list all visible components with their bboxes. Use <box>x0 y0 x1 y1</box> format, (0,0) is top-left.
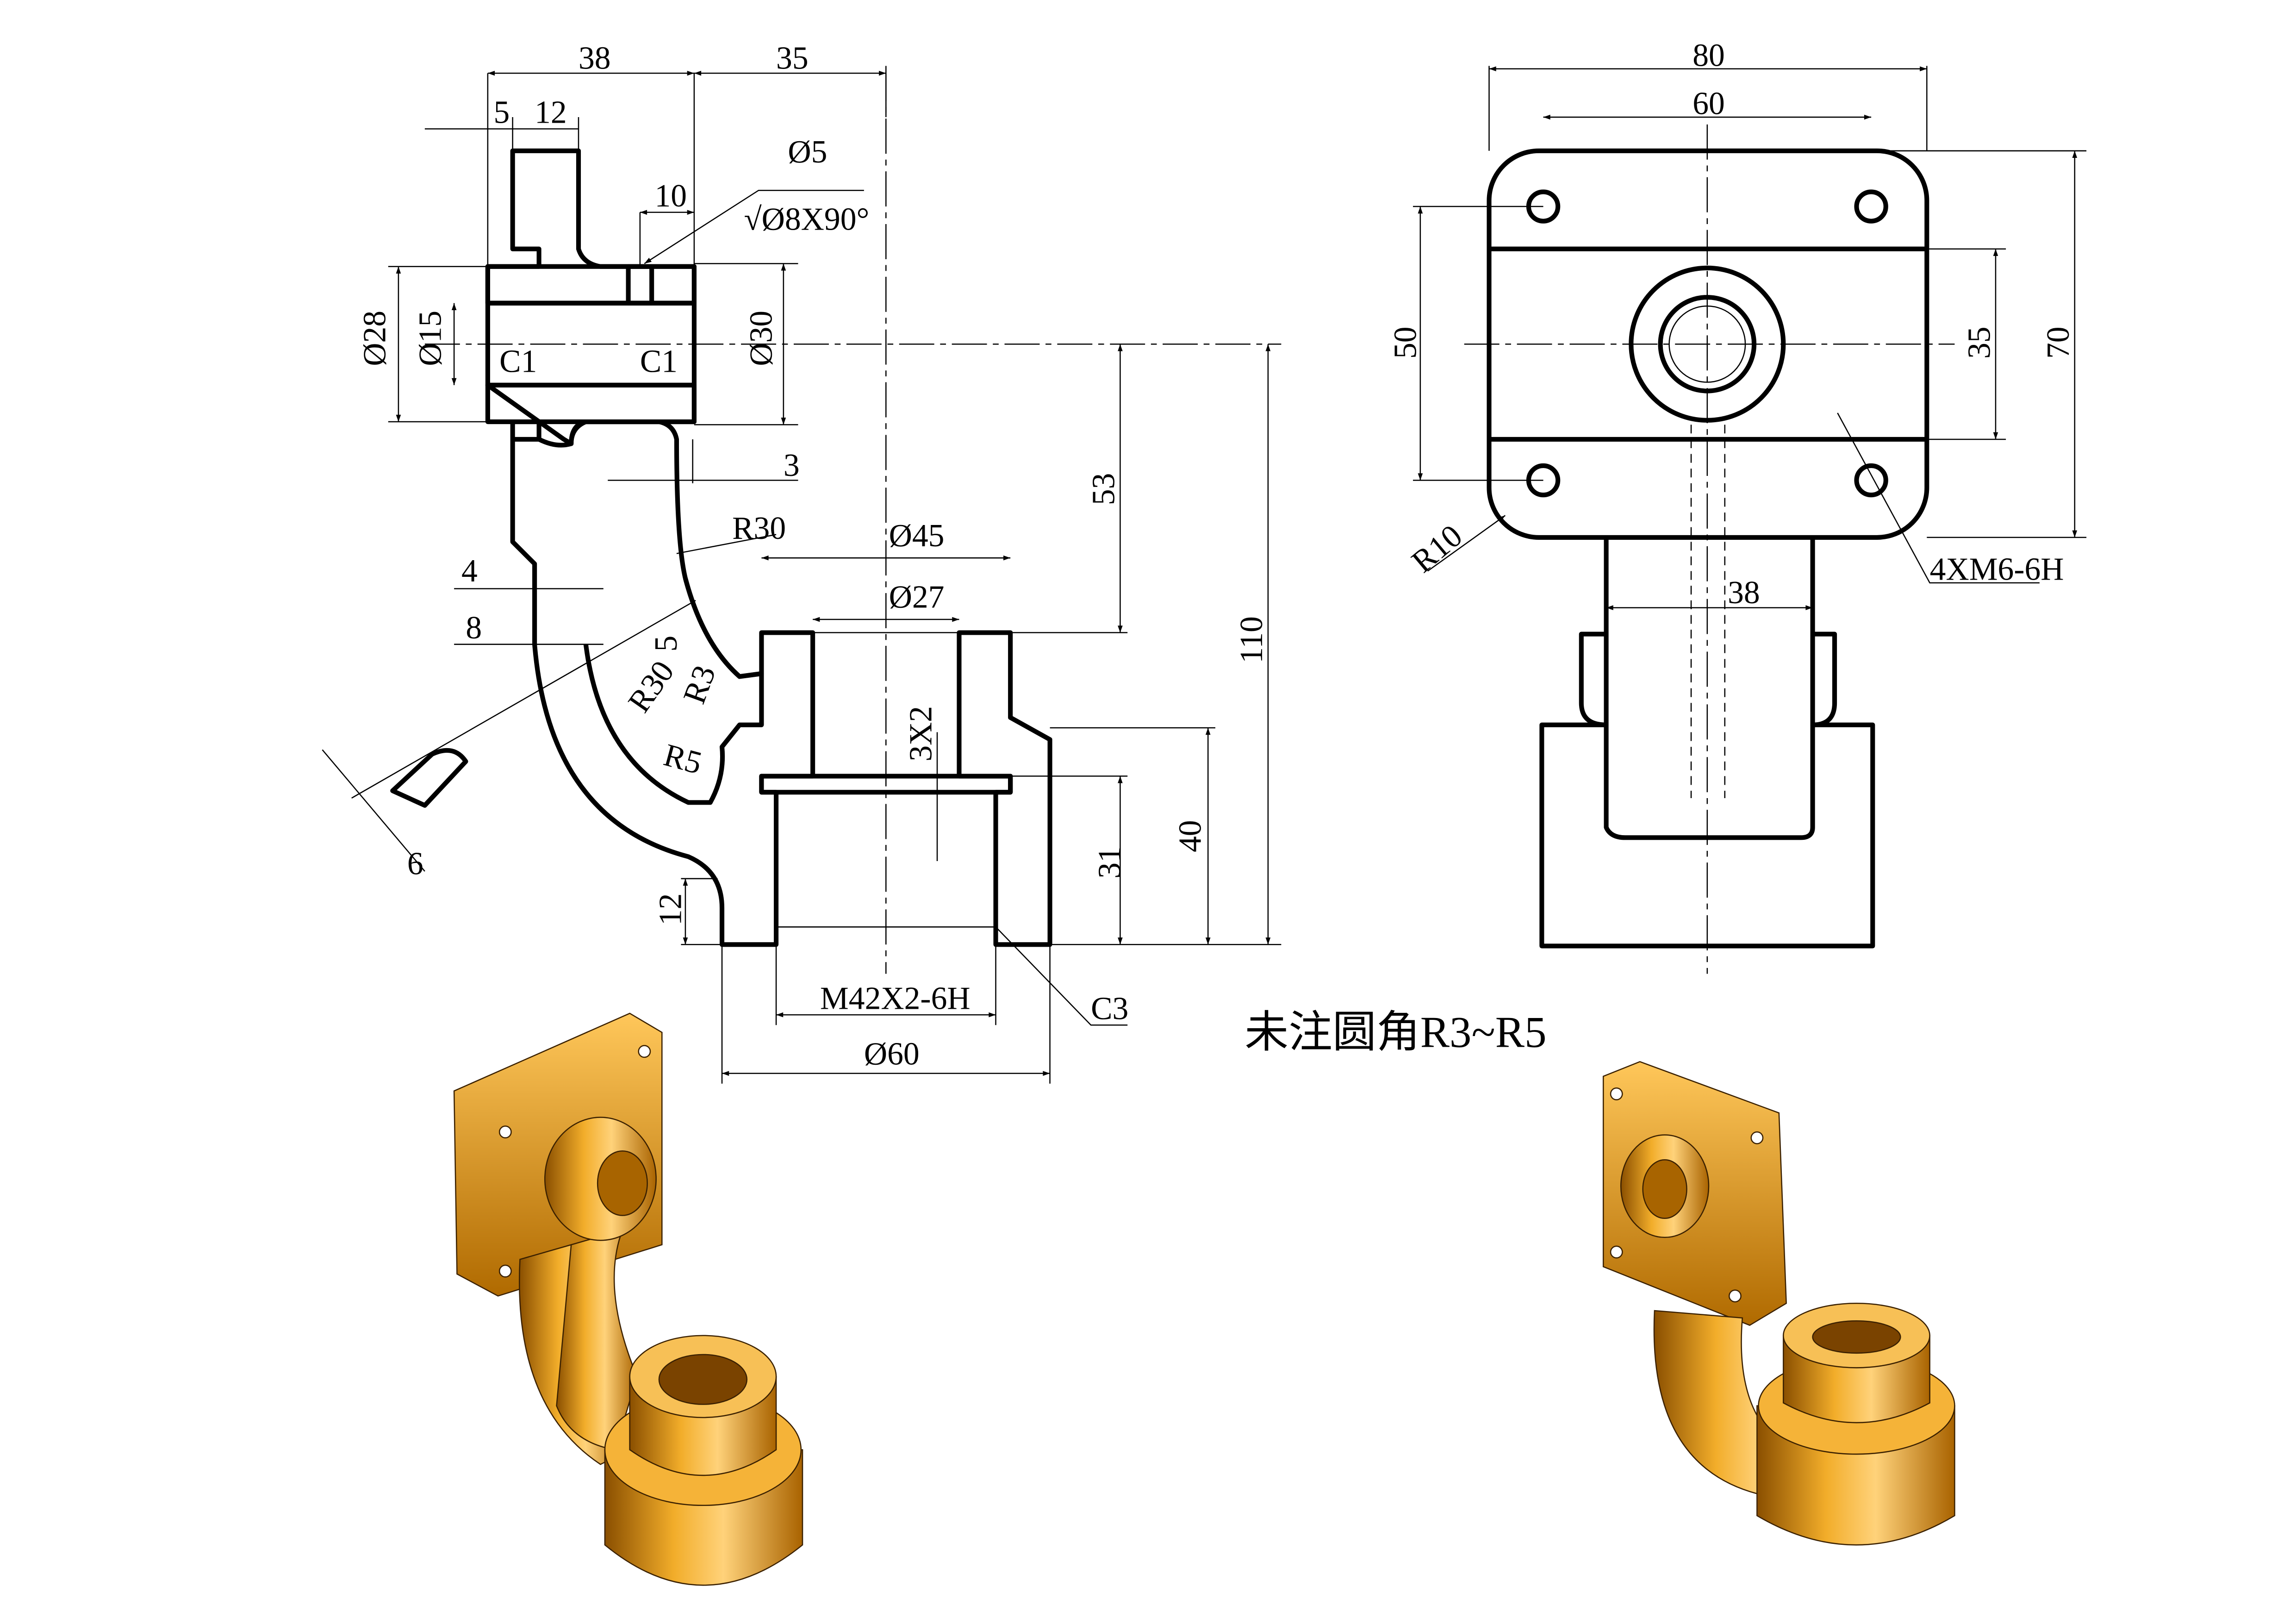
dim-35: 35 <box>776 41 809 76</box>
dim-53: 53 <box>1086 473 1122 506</box>
dim-31: 31 <box>1092 846 1127 879</box>
dim-thread-m42: M42X2-6H <box>820 981 971 1016</box>
dim-chamfer-c1-right: C1 <box>640 344 678 379</box>
dimension-lines <box>322 70 1282 1084</box>
dim-dia60: Ø60 <box>864 1037 920 1072</box>
dim-dia15: Ø15 <box>413 311 448 366</box>
dim-dia5: Ø5 <box>788 134 827 170</box>
dim-r10: R10 <box>1405 518 1469 580</box>
dim-12-bottom: 12 <box>653 893 688 926</box>
dim-8: 8 <box>466 610 482 646</box>
dim-r30-inner: R30 <box>621 655 681 719</box>
render-3d-front <box>453 1012 803 1586</box>
dim-r3: R3 <box>677 661 723 708</box>
dim-110: 110 <box>1234 616 1269 663</box>
dim-threaded-holes: 4XM6-6H <box>1930 552 2064 587</box>
dim-35-side: 35 <box>1961 326 1997 359</box>
render-3d-back <box>1602 1061 1955 1546</box>
dim-38: 38 <box>579 41 611 76</box>
mounting-hole <box>1854 463 1888 498</box>
dim-6: 6 <box>407 846 423 881</box>
side-dimension-lines <box>1413 66 2087 611</box>
dim-countersink: √Ø8X90° <box>744 202 869 237</box>
dim-chamfer-c1-left: C1 <box>499 344 537 379</box>
dim-chamfer-c3: C3 <box>1091 991 1128 1027</box>
dim-60: 60 <box>1692 86 1725 122</box>
vent-hole <box>626 264 654 306</box>
dim-dia28: Ø28 <box>357 311 392 366</box>
dim-10: 10 <box>654 178 687 214</box>
dim-dia27: Ø27 <box>889 580 945 615</box>
side-view: 80 60 50 35 70 R10 4XM6-6H 38 <box>1388 37 2087 974</box>
general-note-fillets: 未注圆角R3~R5 <box>1244 1008 1546 1057</box>
section-hatch-elbow-inner <box>583 578 764 805</box>
dim-r5: R5 <box>660 737 705 781</box>
section-hatch-right-wall <box>957 630 1052 947</box>
dim-dia30: Ø30 <box>744 311 779 366</box>
dim-80: 80 <box>1692 37 1725 73</box>
dim-12: 12 <box>535 95 567 131</box>
dim-70: 70 <box>2041 326 2076 359</box>
section-hatch-boss-bottom <box>485 382 697 425</box>
dim-50: 50 <box>1388 326 1423 359</box>
dim-4: 4 <box>461 553 478 589</box>
section-dimension-labels: 38 35 5 12 10 Ø5 √Ø8X90° Ø28 Ø15 C1 C1 Ø… <box>357 41 1269 1072</box>
dim-38-side: 38 <box>1728 575 1760 611</box>
dim-40: 40 <box>1172 820 1208 852</box>
dim-5: 5 <box>494 95 510 131</box>
section-hatch-boss <box>485 264 697 306</box>
mounting-hole <box>1854 189 1888 224</box>
pin-detail <box>390 748 468 808</box>
dim-5-rot: 5 <box>648 636 684 652</box>
section-view: 38 35 5 12 10 Ø5 √Ø8X90° Ø28 Ø15 C1 C1 Ø… <box>322 41 1282 1084</box>
dim-3: 3 <box>784 448 800 483</box>
dim-dia45: Ø45 <box>889 518 945 554</box>
dim-groove-3x2: 3X2 <box>903 706 939 762</box>
dim-r30-top: R30 <box>732 511 786 546</box>
